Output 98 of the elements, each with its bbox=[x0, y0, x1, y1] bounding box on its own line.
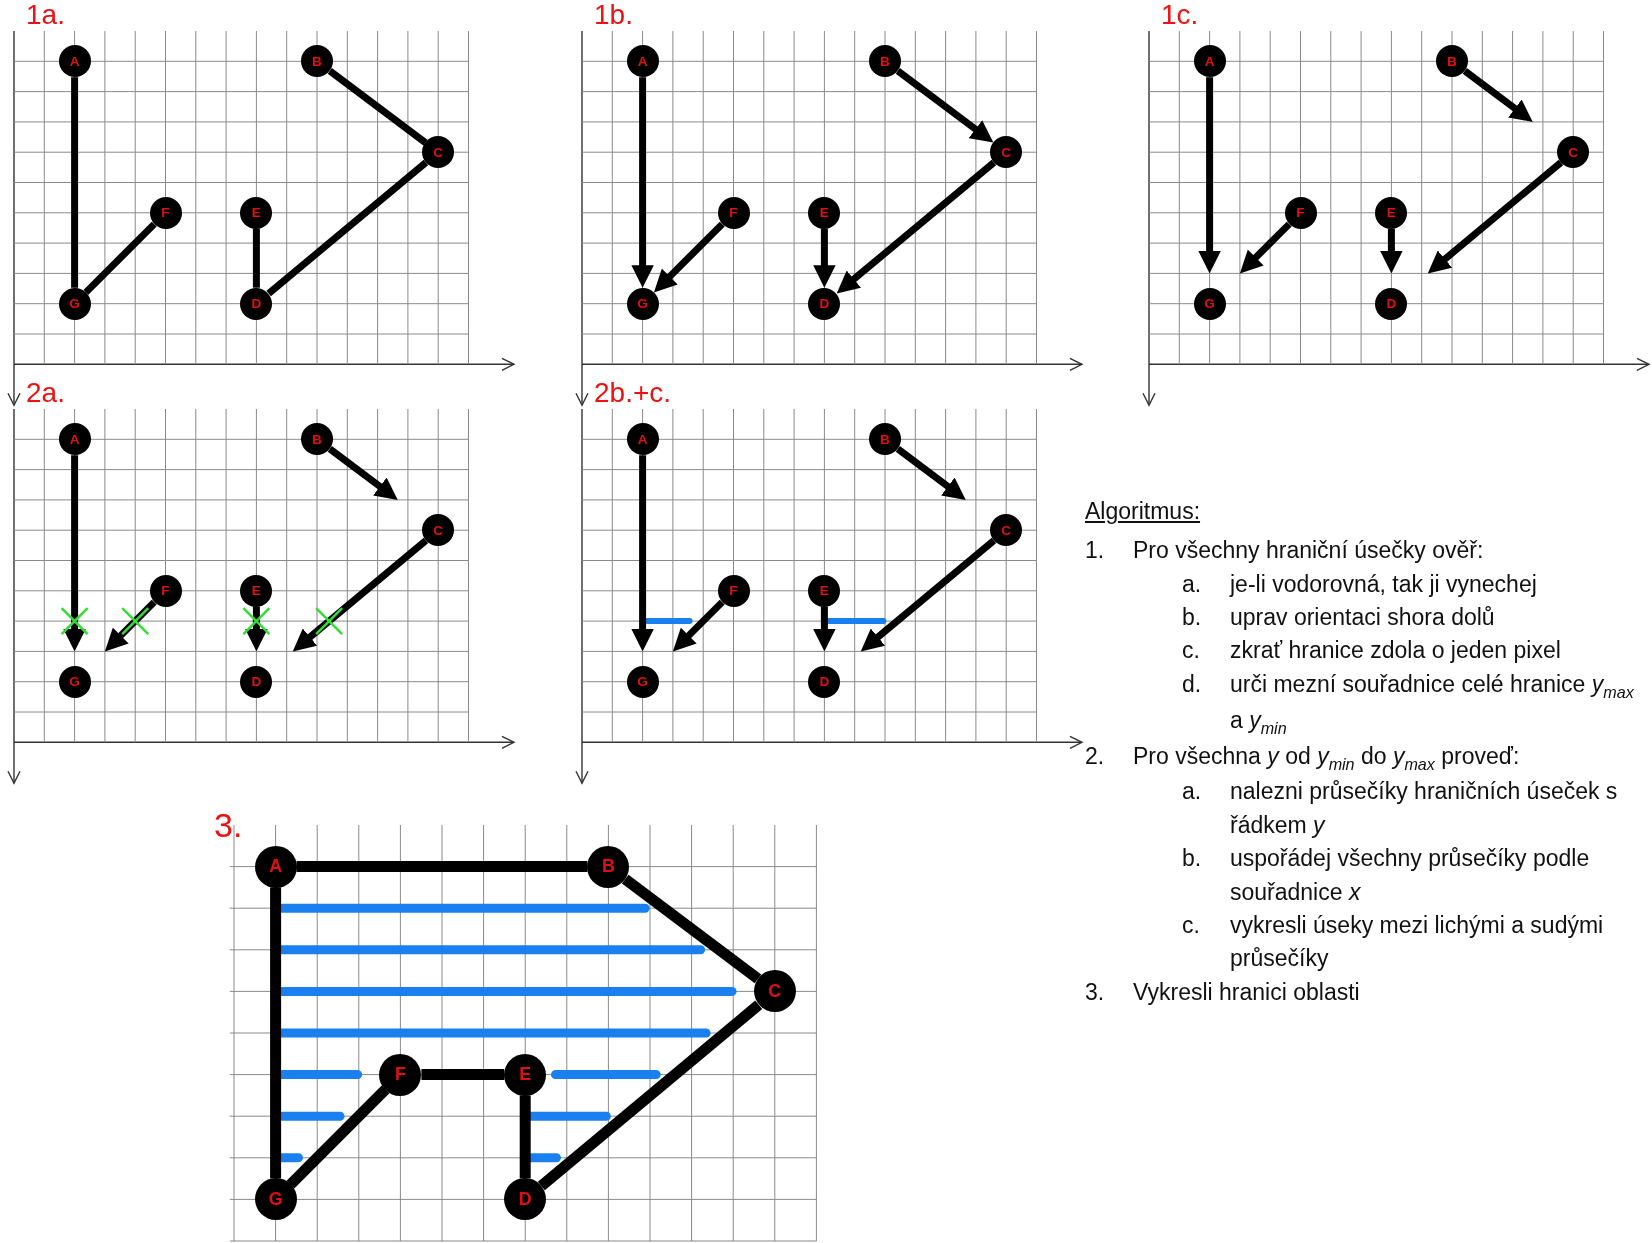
vertex-circle: F bbox=[717, 574, 750, 607]
list-marker: 3. bbox=[1085, 977, 1106, 1007]
vertex-circle: D bbox=[808, 665, 841, 698]
vertex-circle: D bbox=[808, 287, 841, 320]
arrow bbox=[292, 537, 429, 652]
arrow bbox=[860, 537, 997, 652]
arrow bbox=[1427, 159, 1564, 274]
vertex-circle: G bbox=[254, 1178, 297, 1221]
arrow bbox=[1239, 221, 1292, 274]
list-marker: d. bbox=[1182, 669, 1203, 699]
vertex-circle: C bbox=[990, 136, 1023, 169]
panel-label: 1a. bbox=[26, 1, 65, 29]
vertex-circle: F bbox=[1284, 196, 1317, 229]
panel-label: 1b. bbox=[594, 1, 633, 29]
arrow bbox=[104, 599, 157, 652]
edge-line bbox=[270, 887, 282, 1179]
arrow bbox=[327, 446, 398, 500]
list-marker: c. bbox=[1182, 910, 1201, 940]
edge-line bbox=[266, 159, 429, 297]
vertex-circle: D bbox=[240, 665, 273, 698]
vertex-circle: D bbox=[1375, 287, 1408, 320]
vertex-circle: A bbox=[626, 423, 659, 456]
vertex-circle: A bbox=[58, 45, 91, 78]
vertex-circle: A bbox=[1193, 45, 1226, 78]
vertex-circle: G bbox=[626, 665, 659, 698]
edge-line bbox=[252, 228, 260, 288]
list-marker: b. bbox=[1182, 603, 1203, 633]
vertex-circle: A bbox=[626, 45, 659, 78]
arrow bbox=[1198, 77, 1221, 274]
edge-line bbox=[71, 77, 79, 288]
vertex-circle: E bbox=[504, 1053, 547, 1096]
vertex-circle: B bbox=[869, 45, 901, 78]
list-text: vykresli úseky mezi lichými a sudými průsečíky bbox=[1230, 910, 1605, 974]
panel-label: 1c. bbox=[1161, 1, 1199, 29]
vertex-circle: F bbox=[379, 1053, 422, 1096]
vertex-circle: B bbox=[1436, 45, 1468, 78]
edge-line bbox=[83, 221, 157, 295]
vertex-circle: C bbox=[753, 970, 796, 1013]
list-text: uprav orientaci shora dolů bbox=[1230, 603, 1496, 633]
edge-line bbox=[286, 1085, 390, 1189]
vertex-circle: G bbox=[58, 287, 91, 320]
vertex-circle: D bbox=[504, 1178, 547, 1221]
vertex-circle: B bbox=[869, 423, 901, 456]
arrow bbox=[63, 455, 86, 652]
arrow bbox=[836, 159, 997, 294]
arrow bbox=[895, 68, 994, 143]
vertex-circle: D bbox=[240, 287, 273, 320]
list-marker: c. bbox=[1182, 636, 1201, 666]
list-text: zkrať hranice zdola o jeden pixel bbox=[1230, 636, 1562, 666]
edge-line bbox=[537, 1000, 763, 1191]
panel-label: 2a. bbox=[26, 379, 65, 407]
arrow bbox=[245, 606, 268, 652]
vertex-circle: E bbox=[240, 574, 273, 607]
list-text: Pro všechny hraniční úsečky ověř: bbox=[1133, 536, 1485, 566]
vertex-circle: F bbox=[717, 196, 750, 229]
edge-line bbox=[421, 1069, 505, 1081]
panel-label: 2b.+c. bbox=[594, 379, 672, 407]
arrow bbox=[813, 228, 836, 288]
vertex-circle: F bbox=[149, 196, 182, 229]
list-marker: b. bbox=[1182, 844, 1203, 874]
vertex-circle: B bbox=[301, 423, 333, 456]
vertex-circle: E bbox=[808, 196, 841, 229]
arrow bbox=[631, 455, 654, 652]
list-marker: a. bbox=[1182, 777, 1203, 807]
arrow bbox=[672, 599, 725, 652]
vertex-circle: E bbox=[1375, 196, 1408, 229]
arrow bbox=[895, 446, 966, 500]
vertex-circle: C bbox=[422, 136, 455, 169]
list-marker: a. bbox=[1182, 569, 1203, 599]
vertex-circle: G bbox=[58, 665, 91, 698]
arrow bbox=[1380, 228, 1403, 274]
edge-line bbox=[327, 68, 428, 146]
vertex-circle: C bbox=[422, 514, 455, 547]
vertex-circle: C bbox=[1557, 136, 1590, 169]
arrow bbox=[631, 77, 654, 288]
edge-line bbox=[621, 874, 762, 984]
arrow bbox=[813, 606, 836, 652]
list-text: Vykresli hranici oblasti bbox=[1133, 977, 1361, 1007]
list-marker: 2. bbox=[1085, 741, 1106, 771]
list-heading: Algoritmus: bbox=[1085, 497, 1201, 526]
vertex-circle: C bbox=[990, 514, 1023, 547]
vertex-circle: E bbox=[808, 574, 841, 607]
list-marker: 1. bbox=[1085, 536, 1106, 566]
vertex-circle: A bbox=[254, 845, 297, 888]
edge-line bbox=[519, 1095, 531, 1179]
edge-line bbox=[296, 861, 588, 873]
list-text: je-li vodorovná, tak ji vynechej bbox=[1230, 569, 1538, 599]
panel-label: 3. bbox=[214, 808, 243, 842]
vertex-circle: G bbox=[626, 287, 659, 320]
vertex-circle: E bbox=[240, 196, 273, 229]
arrow bbox=[1462, 68, 1533, 122]
vertex-circle: G bbox=[1193, 287, 1226, 320]
vertex-circle: F bbox=[149, 574, 182, 607]
arrow bbox=[653, 221, 725, 293]
vertex-circle: A bbox=[58, 423, 91, 456]
list-text: Pro všechna y od y$_{min}$ do y$_{max}$ proveď: bbox=[1133, 741, 1521, 775]
vertex-circle: B bbox=[301, 45, 333, 78]
vertex-circle: B bbox=[587, 845, 630, 888]
